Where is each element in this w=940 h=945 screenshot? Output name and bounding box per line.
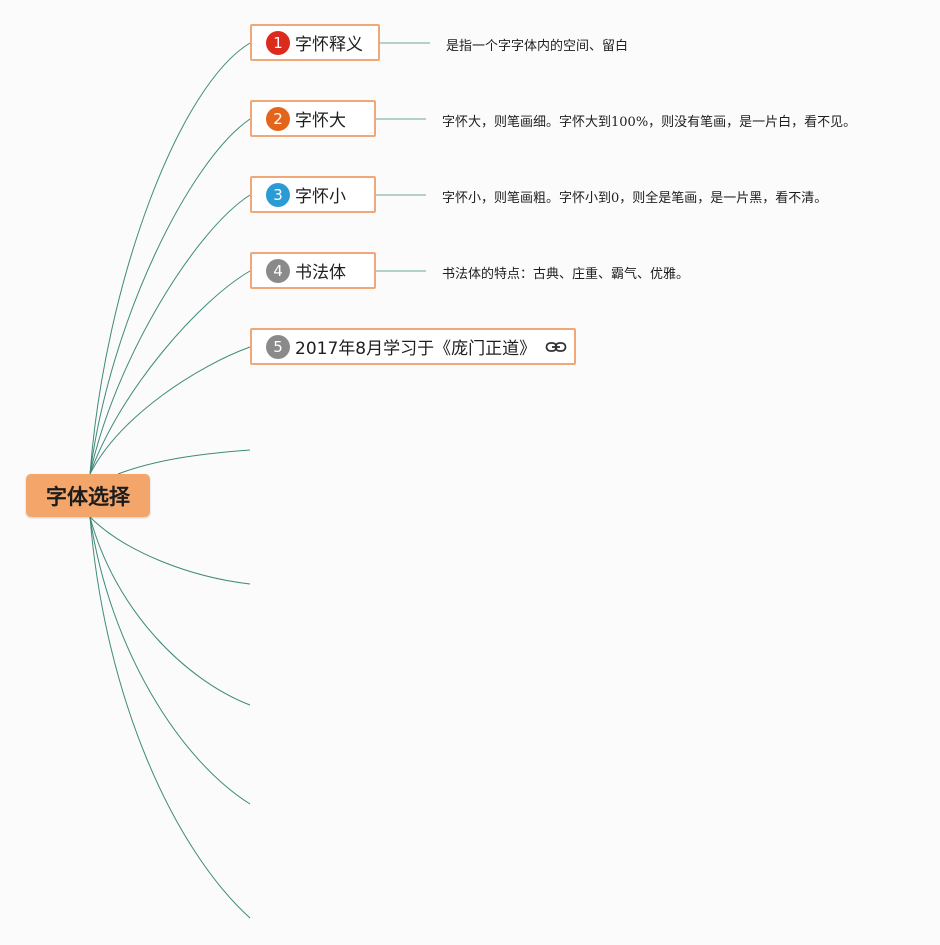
topic-4-note[interactable]: 书法体的特点：古典、庄重、霸气、优雅。 — [442, 267, 690, 282]
branch-line-3 — [89, 194, 251, 475]
topic-1-label: 字怀释义 — [295, 35, 363, 55]
topic-1-note[interactable]: 是指一个字字体内的空间、留白 — [446, 39, 629, 54]
topic-4-label: 书法体 — [295, 263, 346, 283]
priority-2-icon: 2 — [266, 106, 290, 131]
branch-line-9 — [89, 516, 251, 805]
priority-4-icon: 4 — [266, 258, 290, 283]
topic-3[interactable]: 3 字怀小 — [250, 176, 376, 213]
priority-5-icon: 5 — [266, 334, 290, 359]
branch-line-7 — [89, 516, 251, 585]
branch-line-2 — [89, 118, 251, 475]
branch-line-8 — [89, 516, 251, 706]
priority-3-icon: 3 — [266, 182, 290, 207]
topic-1[interactable]: 1 字怀释义 — [250, 24, 380, 61]
branch-line-5 — [89, 346, 251, 475]
priority-1-icon: 1 — [266, 30, 290, 55]
branch-line-4 — [89, 270, 251, 475]
branch-line-10 — [89, 516, 251, 919]
branch-line-1 — [89, 42, 251, 475]
topic-3-note[interactable]: 字怀小，则笔画粗。字怀小到0，则全是笔画，是一片黑，看不清。 — [442, 191, 828, 206]
topic-2-label: 字怀大 — [295, 111, 346, 131]
link-icon[interactable] — [545, 340, 567, 354]
topic-3-label: 字怀小 — [295, 187, 346, 207]
topic-5-label: 2017年8月学习于《庞门正道》 — [295, 339, 537, 359]
topic-2-note[interactable]: 字怀大，则笔画细。字怀大到100%，则没有笔画，是一片白，看不见。 — [442, 115, 857, 130]
topic-5[interactable]: 5 2017年8月学习于《庞门正道》 — [250, 328, 576, 365]
topic-4[interactable]: 4 书法体 — [250, 252, 376, 289]
root-topic[interactable]: 字体选择 — [26, 474, 150, 517]
branch-line-6 — [117, 449, 251, 475]
topic-2[interactable]: 2 字怀大 — [250, 100, 376, 137]
